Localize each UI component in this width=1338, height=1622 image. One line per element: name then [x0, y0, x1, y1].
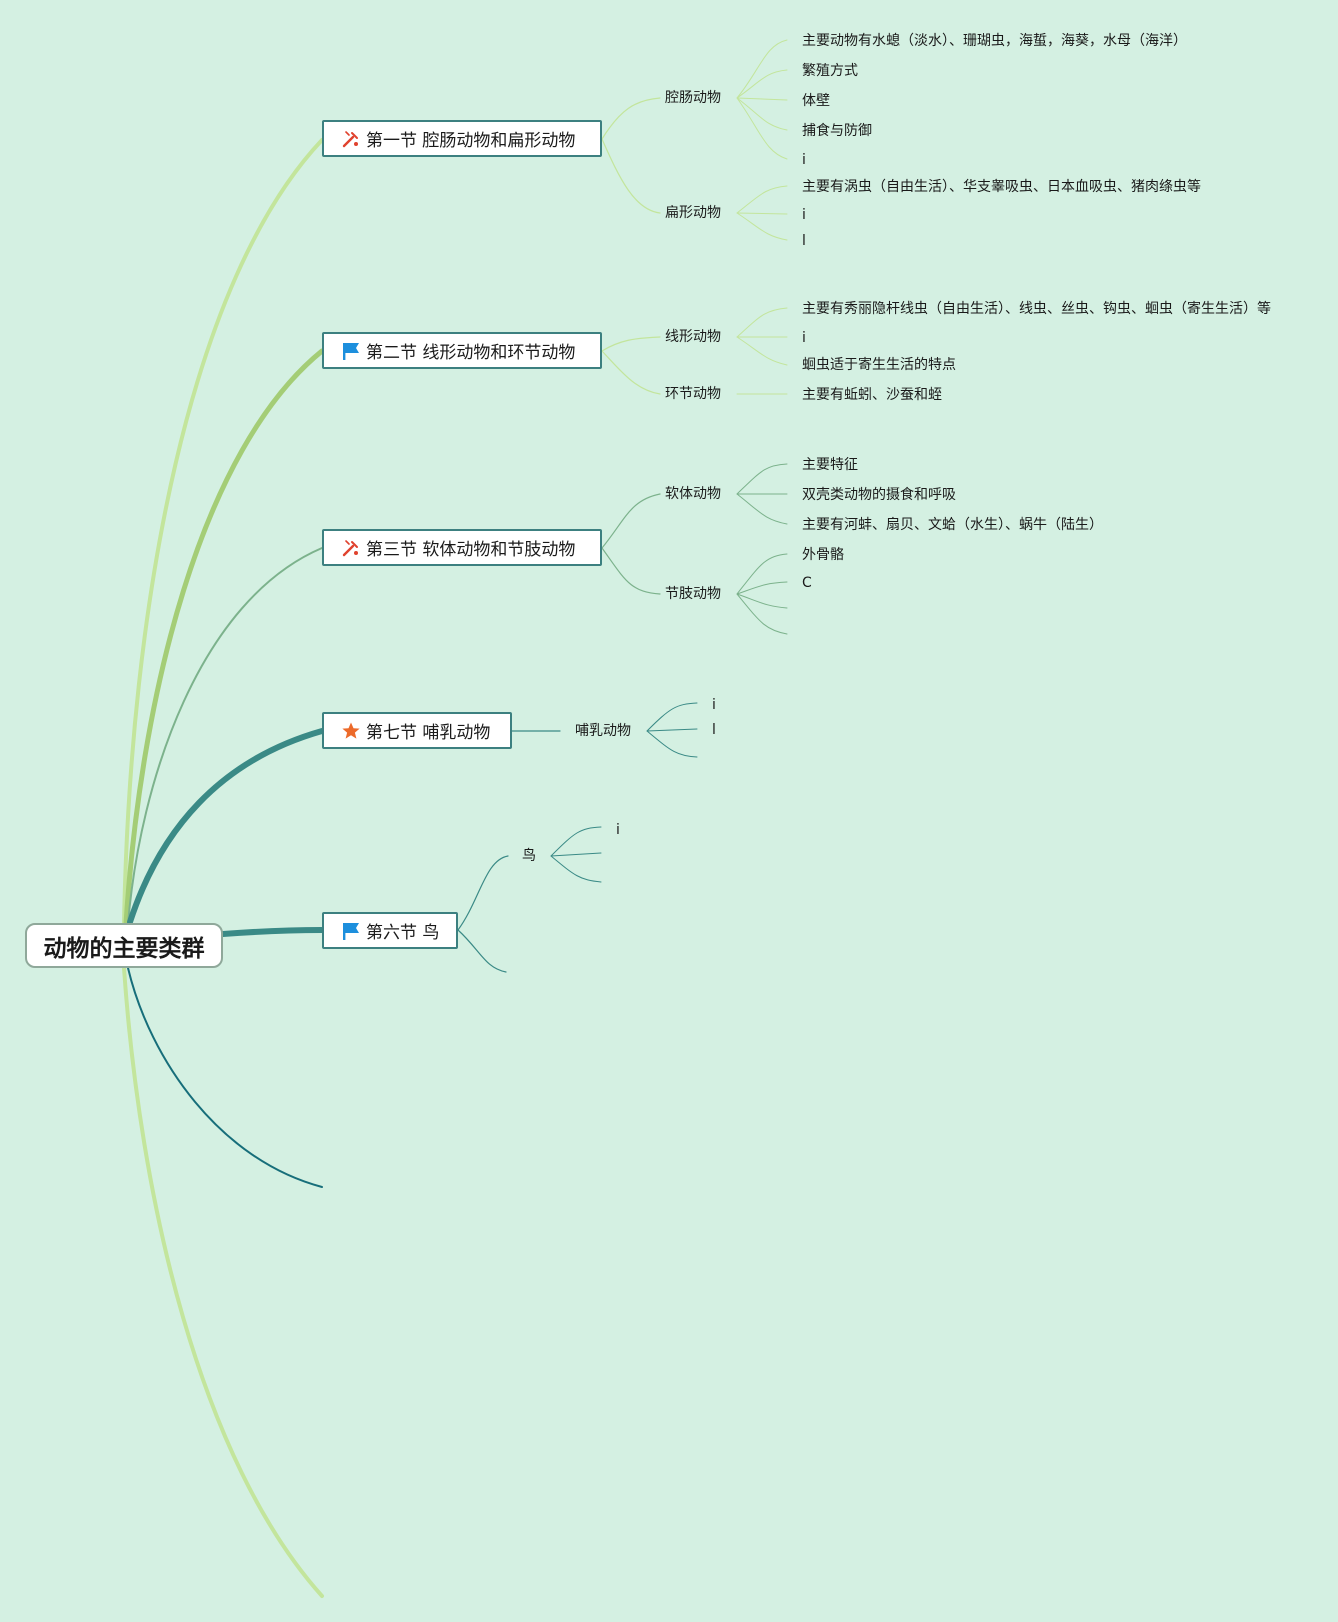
link-s1-b — [601, 138, 661, 214]
leaf-item[interactable]: l — [802, 233, 806, 249]
section-2-node[interactable]: 第二节 线形动物和环节动物 — [322, 332, 602, 369]
link-s2a-1 — [736, 307, 788, 338]
leaf-item[interactable]: 双壳类动物的摄食和呼吸 — [802, 487, 956, 503]
link-s1-a — [601, 97, 661, 140]
link-s3-b — [601, 547, 661, 595]
branch-section-7 — [127, 728, 325, 925]
leaf-item[interactable]: i — [616, 822, 620, 838]
leaf-item[interactable]: 主要动物有水螅（淡水）、珊瑚虫，海蜇，海葵，水母（海洋） — [802, 33, 1187, 49]
subtopic-huanjie[interactable]: 环节动物 — [665, 386, 721, 402]
link-s1b-1 — [736, 185, 788, 214]
link-s6-b — [457, 929, 507, 973]
link-s3b-3 — [736, 593, 788, 609]
link-s1a-3 — [736, 97, 788, 101]
leaf-item[interactable]: C — [802, 575, 812, 591]
section-6-label: 第六节 鸟 — [366, 923, 440, 943]
link-s3b-1 — [736, 553, 788, 595]
leaf-item[interactable]: 蛔虫适于寄生生活的特点 — [802, 357, 956, 373]
section-7-node[interactable]: 第七节 哺乳动物 — [322, 712, 512, 749]
section-3-label: 第三节 软体动物和节肢动物 — [366, 540, 576, 560]
section-3-node[interactable]: 第三节 软体动物和节肢动物 — [322, 529, 602, 566]
branch-section-6 — [220, 927, 325, 937]
link-s2-a — [601, 336, 661, 352]
link-s3-a — [601, 493, 661, 549]
subtopic-ruanti[interactable]: 软体动物 — [665, 486, 721, 502]
link-s2a-3 — [736, 336, 788, 366]
subtopic-xianxing[interactable]: 线形动物 — [665, 329, 721, 345]
link-s1a-1 — [736, 39, 788, 99]
subtopic-jiezhi[interactable]: 节肢动物 — [665, 586, 721, 602]
flag-icon — [340, 340, 362, 362]
leaf-item[interactable]: 主要有秀丽隐杆线虫（自由生活）、线虫、丝虫、钩虫、蛔虫（寄生生活）等 — [802, 301, 1271, 317]
section-1-node[interactable]: 第一节 腔肠动物和扁形动物 — [322, 120, 602, 157]
section-1-label: 第一节 腔肠动物和扁形动物 — [366, 131, 576, 151]
leaf-item[interactable]: i — [802, 152, 806, 168]
leaf-item[interactable]: 主要特征 — [802, 457, 858, 473]
link-s6a-2 — [550, 852, 602, 857]
link-s1a-2 — [736, 69, 788, 99]
link-s7a-2 — [646, 728, 698, 732]
leaf-item[interactable]: 主要有河蚌、扇贝、文蛤（水生）、蜗牛（陆生） — [802, 517, 1103, 533]
section-6-node[interactable]: 第六节 鸟 — [322, 912, 458, 949]
subtopic-bianxing[interactable]: 扁形动物 — [665, 205, 721, 221]
link-s2-b — [601, 350, 661, 395]
branch-empty-1 — [127, 967, 323, 1188]
leaf-item[interactable]: 外骨骼 — [802, 547, 844, 563]
leaf-item[interactable]: i — [712, 697, 716, 713]
flag-icon — [340, 920, 362, 942]
section-7-label: 第七节 哺乳动物 — [366, 723, 491, 743]
link-s6a-3 — [550, 855, 602, 883]
leaf-item[interactable]: 捕食与防御 — [802, 123, 872, 139]
tools-icon — [340, 537, 362, 559]
branch-empty-2 — [122, 966, 324, 1598]
leaf-item[interactable]: l — [712, 722, 716, 738]
subtopic-buru[interactable]: 哺乳动物 — [575, 723, 631, 739]
link-s6a-1 — [550, 826, 602, 857]
link-s6-a — [457, 855, 509, 931]
tools-icon — [340, 128, 362, 150]
star-icon — [340, 720, 362, 742]
link-s3a-1 — [736, 463, 788, 495]
link-s3b-4 — [736, 593, 788, 635]
branch-section-3 — [127, 547, 323, 925]
section-2-label: 第二节 线形动物和环节动物 — [366, 343, 576, 363]
root-topic[interactable]: 动物的主要类群 — [25, 923, 223, 968]
link-s1a-5 — [736, 97, 788, 160]
leaf-item[interactable]: 主要有涡虫（自由生活）、华支睾吸虫、日本血吸虫、猪肉绦虫等 — [802, 179, 1201, 195]
branch-section-2 — [123, 348, 325, 927]
link-s7a-1 — [646, 702, 698, 732]
leaf-item[interactable]: 繁殖方式 — [802, 63, 858, 79]
link-s1a-4 — [736, 97, 788, 131]
subtopic-niao[interactable]: 鸟 — [522, 848, 536, 864]
leaf-item[interactable]: 体壁 — [802, 93, 830, 109]
link-s3a-3 — [736, 493, 788, 525]
link-s7a-3 — [646, 730, 698, 758]
link-s1b-2 — [736, 212, 788, 215]
leaf-item[interactable]: i — [802, 207, 806, 223]
branch-section-1 — [122, 138, 324, 926]
link-s1b-3 — [736, 212, 788, 241]
leaf-item[interactable]: i — [802, 330, 806, 346]
subtopic-qiangchang[interactable]: 腔肠动物 — [665, 90, 721, 106]
link-s3b-2 — [736, 581, 788, 595]
root-topic-label: 动物的主要类群 — [43, 935, 205, 962]
leaf-item[interactable]: 主要有蚯蚓、沙蚕和蛭 — [802, 387, 942, 403]
